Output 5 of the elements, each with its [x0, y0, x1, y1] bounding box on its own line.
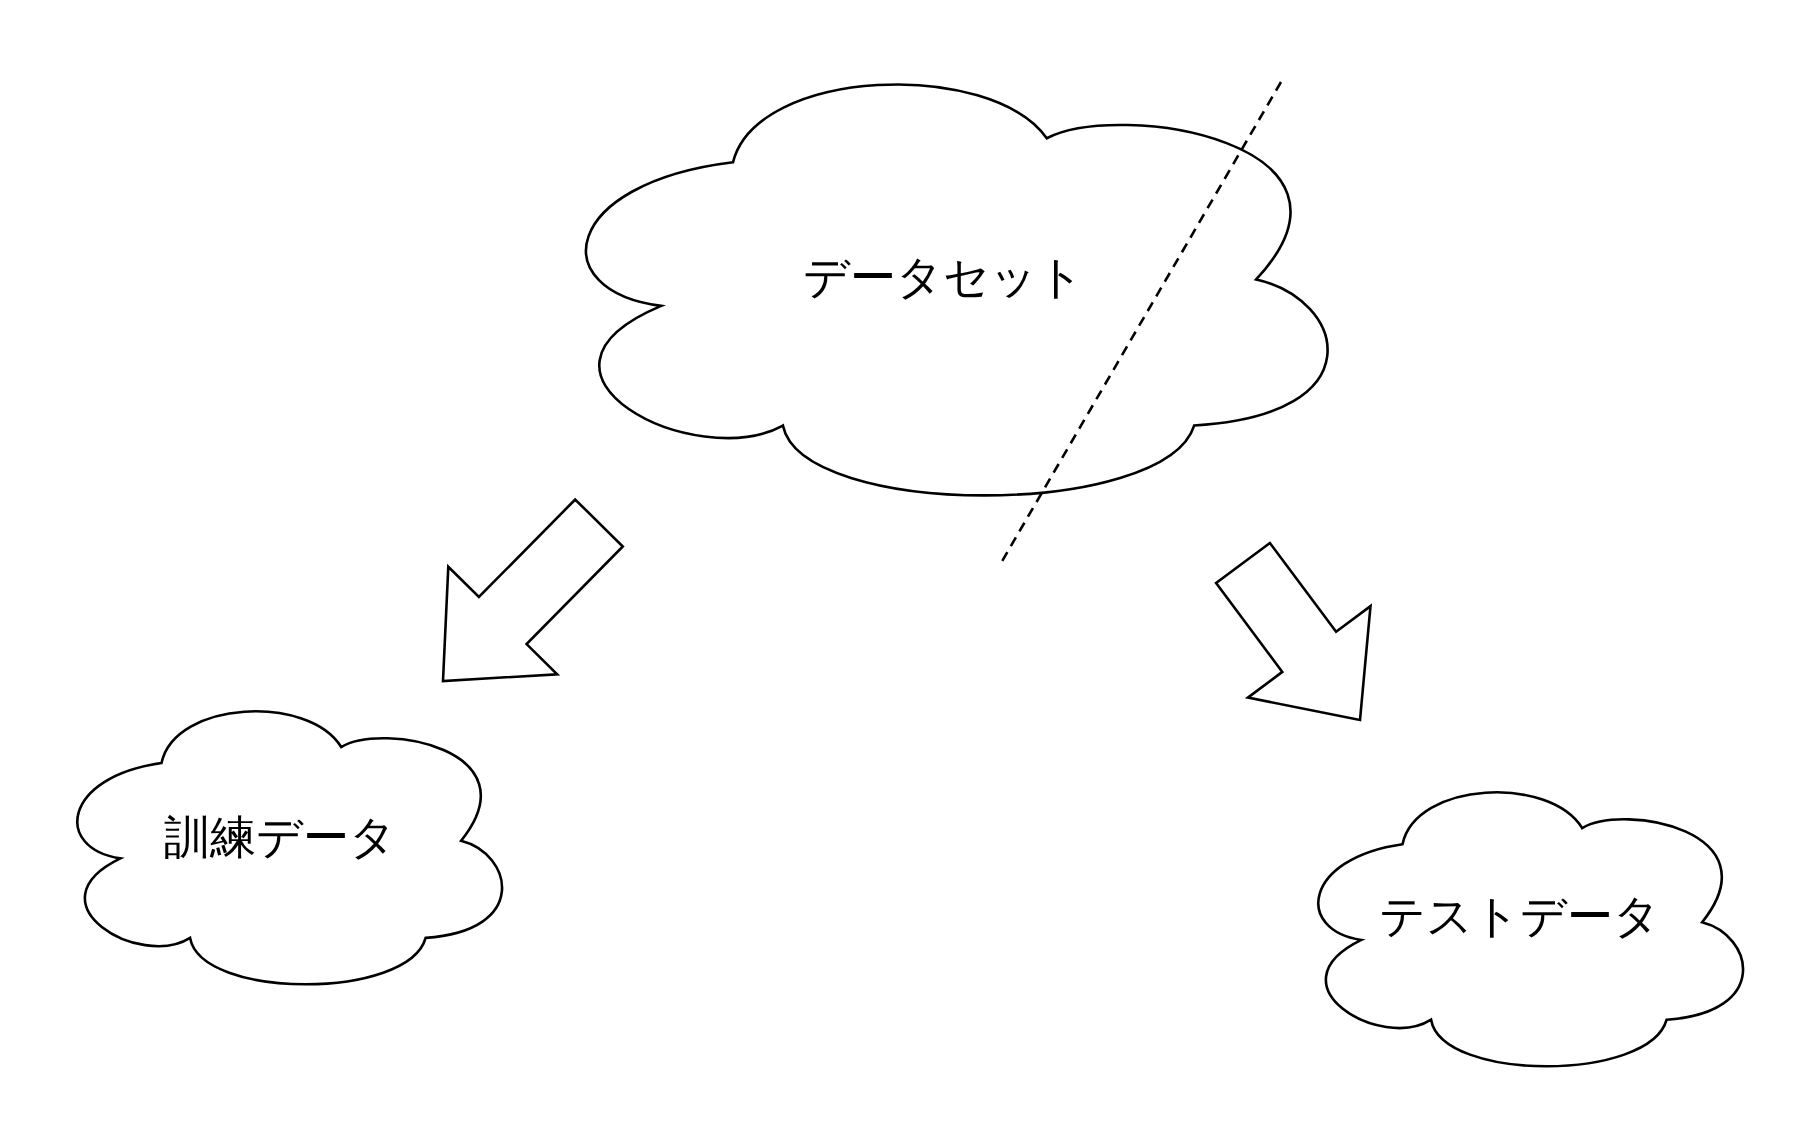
block-arrow — [1214, 541, 1373, 722]
cloud-label: テストデータ — [1379, 889, 1660, 945]
cloud-label: 訓練データ — [163, 809, 396, 866]
cloud-label: データセット — [802, 250, 1084, 306]
block-arrow — [441, 497, 625, 683]
